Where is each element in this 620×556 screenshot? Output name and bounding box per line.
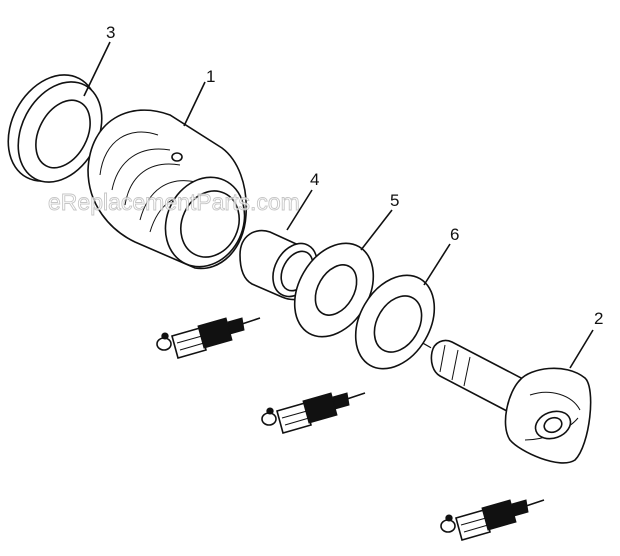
callout-3: 3: [106, 23, 115, 42]
part-1-cylinder: [87, 109, 248, 270]
part-3-ring: [7, 74, 103, 183]
callout-6: 6: [450, 225, 459, 244]
part-5-washer: [293, 242, 375, 338]
grease-gun-icon: [156, 317, 261, 359]
callout-2: 2: [594, 309, 603, 328]
callout-4: 4: [310, 170, 319, 189]
callout-5: 5: [390, 191, 399, 210]
grease-gun-icon: [440, 499, 545, 541]
part-6-washer: [354, 274, 436, 370]
watermark-text: eReplacementParts.com: [48, 189, 300, 215]
part-2-shaft: [430, 339, 592, 464]
leader-lines: [83, 41, 594, 369]
callout-1: 1: [206, 67, 215, 86]
grease-gun-icon: [261, 392, 366, 434]
